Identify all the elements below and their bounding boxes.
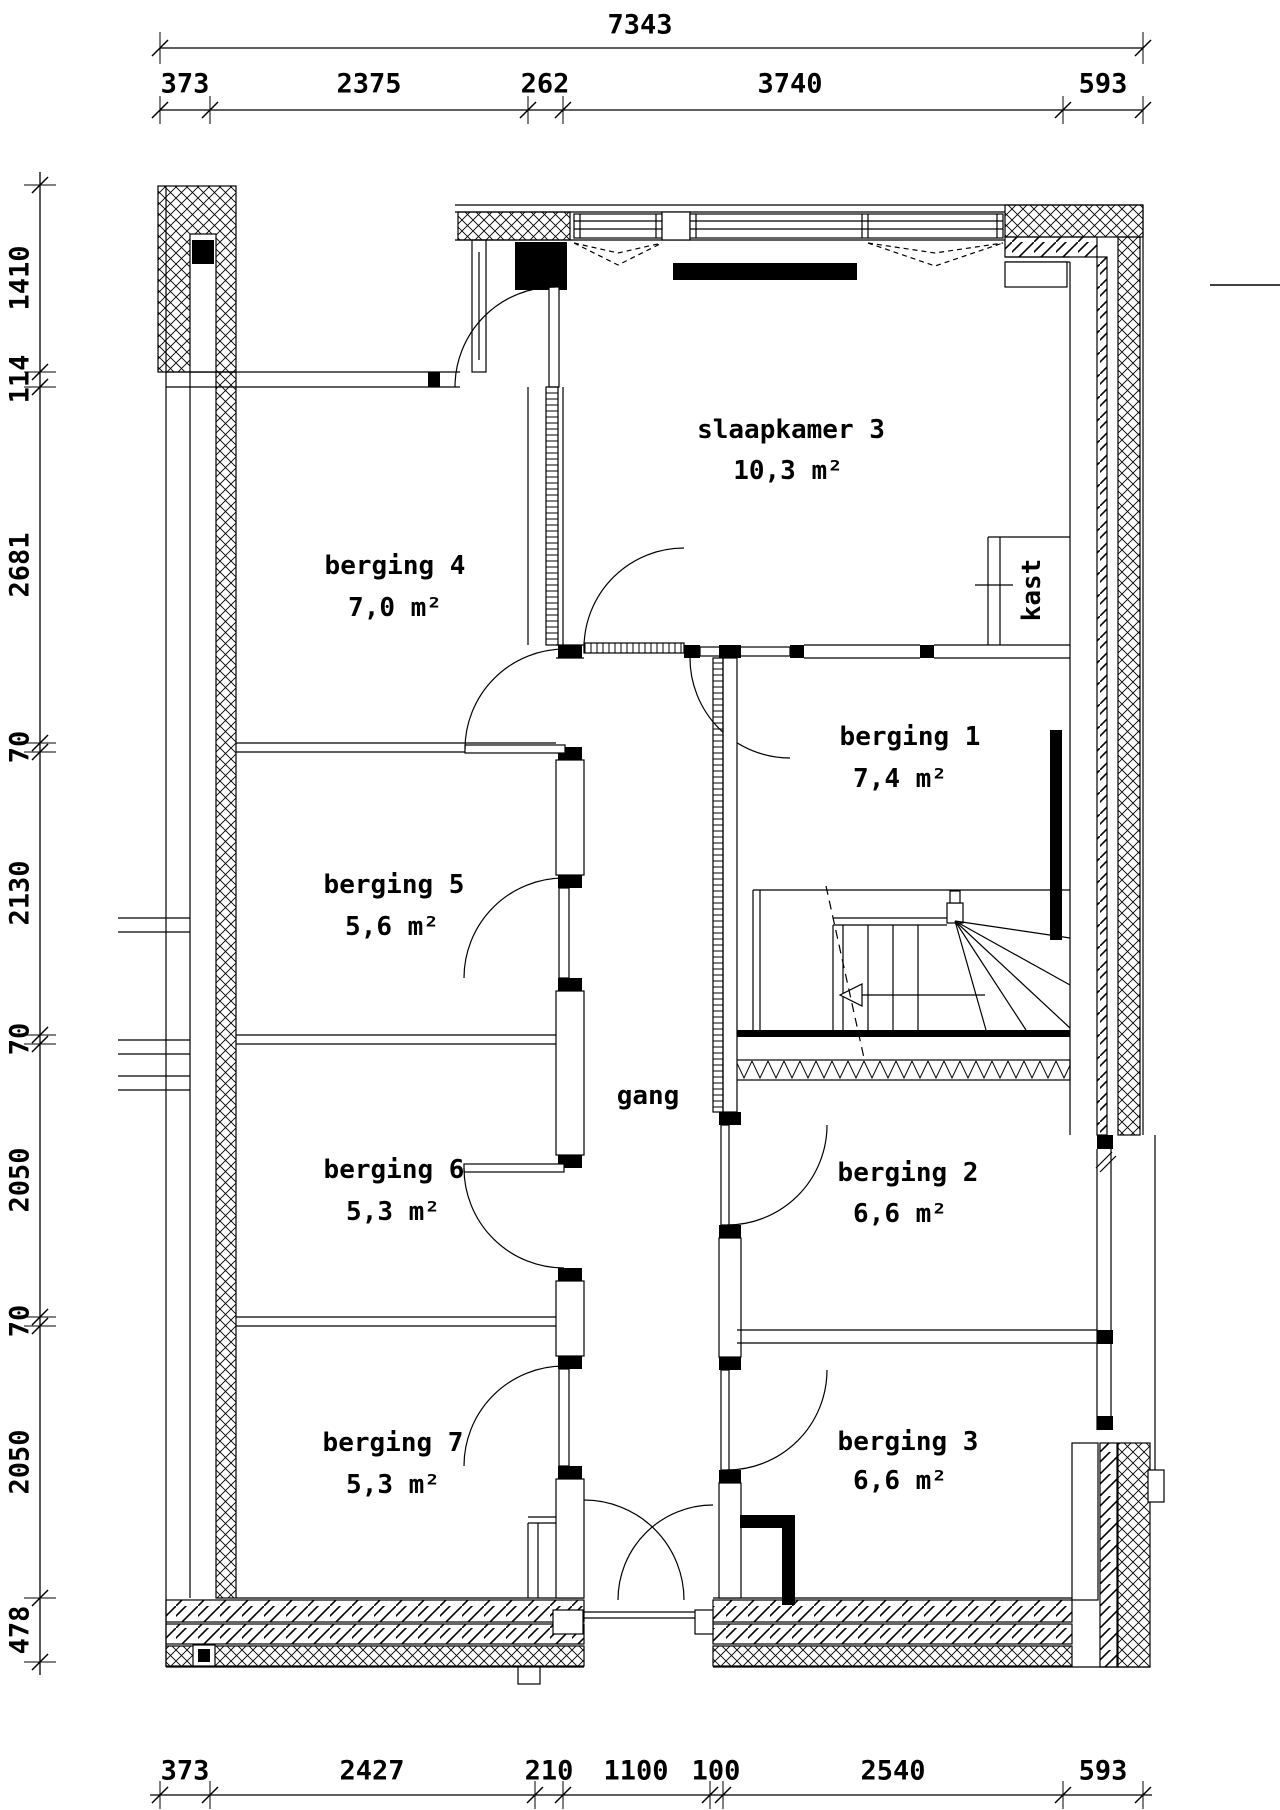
room-label-slaapkamer3: slaapkamer 3 (697, 415, 885, 445)
berging2-3-divider (737, 1329, 1097, 1344)
bottom-exterior-wall (165, 1597, 1150, 1685)
dim-left-8: 2050 (4, 1429, 36, 1495)
room-label-berging6: berging 6 (323, 1155, 465, 1185)
room-label-berging4: berging 4 (324, 551, 466, 581)
entrance-doors (583, 1499, 714, 1601)
meter-connection-marks (118, 917, 190, 933)
dim-bottom-3: 1100 (603, 1755, 669, 1787)
berging5-door-arc (463, 877, 565, 979)
corridor-top-wall (556, 547, 1070, 759)
window-vent-symbol (867, 242, 1004, 267)
berging7-door-arc (463, 1365, 565, 1467)
stairs (722, 885, 1071, 1081)
bedroom-door-arc (583, 547, 685, 649)
thick-wall-L (740, 1515, 795, 1528)
dim-top-total: 7343 (607, 9, 673, 41)
dim-left-3: 70 (4, 730, 36, 764)
berging4-door-leaf (464, 744, 566, 754)
berging1-door-arc (689, 657, 791, 759)
dim-top-2: 262 (520, 68, 570, 100)
facade-windows (455, 204, 1143, 280)
corridor-left-wall (463, 645, 585, 1599)
window-1 (573, 213, 663, 239)
room-label-gang: gang (616, 1081, 680, 1111)
dim-left-4: 2130 (4, 860, 36, 926)
room-area-berging1: 7,4 m² (853, 764, 947, 794)
dim-top-1: 2375 (336, 68, 402, 100)
entrance-threshold (584, 1611, 713, 1619)
entrance-door-arc-right (617, 1504, 714, 1601)
vestibule-door-leaf (548, 286, 560, 388)
dim-left-2: 2681 (4, 532, 36, 598)
winder-treads (954, 920, 1071, 1031)
left-room-dividers (236, 742, 556, 1327)
berging7-door-leaf (558, 1368, 570, 1467)
dim-bottom-6: 593 (1078, 1755, 1128, 1787)
dim-left-5: 70 (4, 1022, 36, 1056)
radiator (1050, 730, 1062, 940)
berging4-door-arc (464, 648, 566, 750)
room-label-berging5: berging 5 (323, 870, 465, 900)
berging2-north-wall (722, 1059, 1071, 1081)
dim-top-3: 3740 (757, 68, 823, 100)
entrance-door-arc-left (583, 1499, 685, 1601)
dim-left-0: 1410 (4, 245, 36, 311)
room-label-berging2: berging 2 (837, 1158, 979, 1188)
dim-bottom-5: 2540 (860, 1755, 926, 1787)
berging3-door-arc (726, 1369, 828, 1471)
newel-post (946, 902, 964, 924)
berging2-door-arc (726, 1124, 828, 1226)
room-area-berging3: 6,6 m² (853, 1466, 947, 1496)
window-2 (689, 213, 1004, 239)
dim-left-6: 2050 (4, 1147, 36, 1213)
radiator-bar (673, 263, 857, 280)
dim-left-9: 478 (4, 1605, 36, 1655)
room-label-berging3: berging 3 (837, 1427, 979, 1457)
dim-top-0: 373 (160, 68, 210, 100)
thick-wall-L (782, 1515, 795, 1605)
vestibule-door-arc (454, 286, 556, 388)
room-area-berging4: 7,0 m² (348, 593, 442, 623)
berging6-door-leaf (463, 1163, 565, 1173)
direction-arrowhead (838, 983, 863, 1007)
room-area-berging2: 6,6 m² (853, 1199, 947, 1229)
dim-bottom-4: 100 (691, 1755, 741, 1787)
room-label-berging7: berging 7 (322, 1428, 464, 1458)
bedroom-door-threshold (583, 642, 685, 654)
dim-bottom-1: 2427 (339, 1755, 405, 1787)
room-label-berging1: berging 1 (839, 722, 981, 752)
room-area-berging6: 5,3 m² (346, 1197, 440, 1227)
duct-block (515, 242, 567, 290)
dim-bottom-2: 210 (524, 1755, 574, 1787)
kast-closet (975, 536, 1070, 645)
room-area-berging7: 5,3 m² (346, 1470, 440, 1500)
berging2-door-leaf (720, 1124, 730, 1226)
wall-tab (517, 1666, 541, 1685)
dim-bottom-0: 373 (160, 1755, 210, 1787)
window-vent-symbol (573, 242, 663, 266)
wall-tab (1147, 1469, 1165, 1503)
dim-top-4: 593 (1078, 68, 1128, 100)
dim-left-1: 114 (4, 354, 36, 404)
room-area-berging5: 5,6 m² (345, 912, 439, 942)
room-area-slaapkamer3: 10,3 m² (733, 456, 843, 486)
dimension-bottom (150, 1781, 1152, 1809)
dim-left-7: 70 (4, 1304, 36, 1338)
berging5-door-leaf (558, 887, 570, 979)
right-exterior-wall (1004, 204, 1165, 1668)
berging7-nook-partition (527, 1516, 556, 1598)
bedroom-west-wall (527, 386, 564, 646)
left-exterior-wall (118, 185, 237, 1667)
dimension-top (151, 32, 1152, 124)
berging6-door-arc (463, 1167, 565, 1269)
room-label-kast: kast (1017, 558, 1047, 622)
berging1-door-leaf (699, 646, 791, 657)
corridor-right-wall (712, 645, 1097, 1605)
dimension-left (24, 172, 56, 1675)
berging3-door-leaf (720, 1369, 730, 1471)
